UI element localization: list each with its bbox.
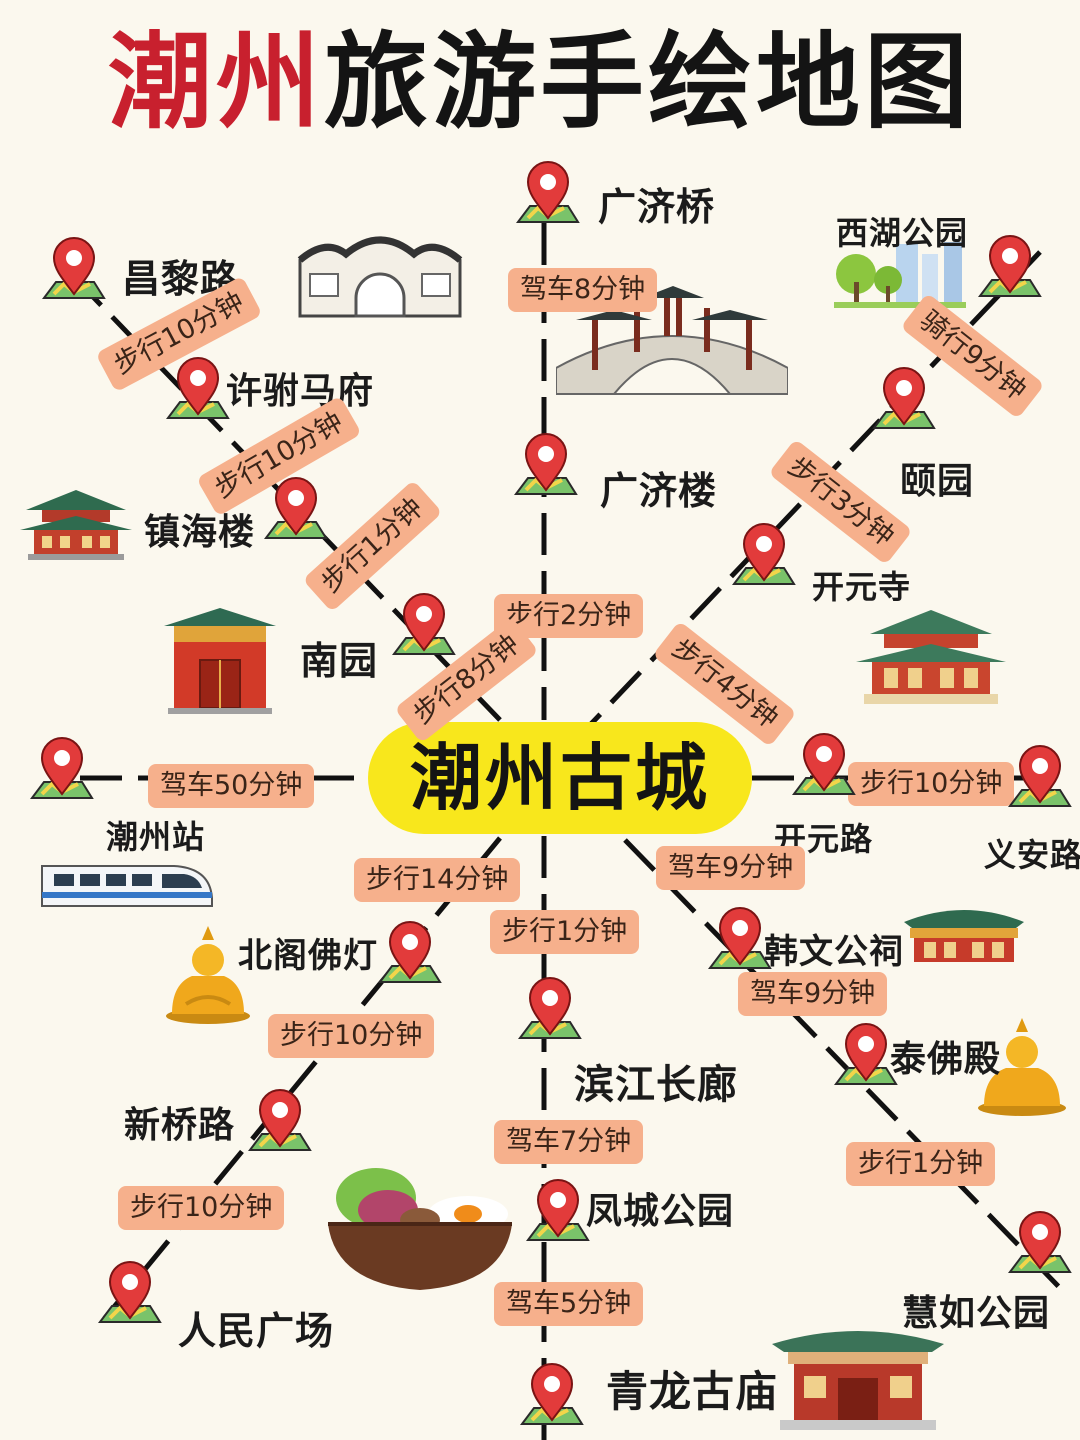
page-title: 潮州旅游手绘地图: [0, 22, 1080, 142]
route-pill: 步行14分钟: [354, 858, 521, 902]
noodle-bowl-icon: [328, 1168, 512, 1290]
map-pin-icon[interactable]: [40, 236, 108, 312]
place-guangjiqiao[interactable]: 广济桥: [598, 185, 716, 229]
map-pin-icon[interactable]: [262, 476, 330, 552]
route-pill: 步行10分钟: [268, 1014, 435, 1058]
route-pill: 步行10分钟: [118, 1186, 285, 1230]
route-pill: 步行1分钟: [846, 1142, 996, 1186]
place-nanyuan[interactable]: 南园: [300, 639, 379, 683]
map-pin-icon[interactable]: [246, 1088, 314, 1164]
place-qinglongguMiao[interactable]: 青龙古庙: [606, 1367, 779, 1416]
ancestral-hall-icon: [772, 1331, 944, 1430]
place-xinqiaolu[interactable]: 新桥路: [124, 1105, 236, 1146]
buddha-icon: [978, 1018, 1066, 1116]
route-pill: 驾车5分钟: [494, 1282, 644, 1326]
place-taifodian[interactable]: 泰佛殿: [890, 1039, 1002, 1080]
map-pin-icon[interactable]: [28, 736, 96, 812]
ancestral-hall-icon: [164, 608, 276, 714]
title-city: 潮州: [107, 21, 324, 143]
map-pin-icon[interactable]: [870, 366, 938, 442]
bridge-icon: [556, 286, 788, 395]
route-pill: 步行10分钟: [848, 762, 1015, 806]
map-pin-icon[interactable]: [96, 1260, 164, 1336]
place-renminguangchang[interactable]: 人民广场: [178, 1309, 335, 1353]
moon-gate-icon: [297, 236, 463, 318]
place-huirugongyuan[interactable]: 慧如公园: [902, 1293, 1051, 1334]
map-pin-icon[interactable]: [376, 920, 444, 996]
place-beigefodeng[interactable]: 北阁佛灯: [238, 936, 378, 976]
place-chaozhouzhan[interactable]: 潮州站: [106, 818, 206, 856]
city-park-icon: [834, 242, 966, 308]
route-line-southwest: [93, 836, 502, 1332]
map-pin-icon[interactable]: [730, 522, 798, 598]
place-kaiyuansi[interactable]: 开元寺: [812, 568, 912, 606]
train-icon: [41, 865, 213, 907]
route-line-southeast: [623, 838, 1064, 1292]
shrine-icon: [904, 910, 1024, 962]
map-pin-icon[interactable]: [976, 234, 1044, 310]
place-yianlu[interactable]: 义安路: [984, 836, 1080, 874]
route-pill: 驾车9分钟: [738, 972, 888, 1016]
route-pill: 驾车50分钟: [148, 764, 315, 808]
map-pin-icon[interactable]: [514, 160, 582, 236]
route-pill: 驾车9分钟: [656, 846, 806, 890]
place-yiyuan[interactable]: 颐园: [900, 461, 975, 502]
place-zhenhailou[interactable]: 镇海楼: [144, 512, 256, 553]
center-ancient-city[interactable]: 潮州古城: [368, 722, 752, 834]
place-xihugongyuan[interactable]: 西湖公园: [836, 214, 969, 252]
map-pin-icon[interactable]: [706, 906, 774, 982]
map-pin-icon[interactable]: [390, 592, 458, 668]
map-pin-icon[interactable]: [1006, 1210, 1074, 1286]
map-pin-icon[interactable]: [164, 356, 232, 432]
place-xufumafu[interactable]: 许驸马府: [226, 371, 375, 412]
map-pin-icon[interactable]: [516, 976, 584, 1052]
place-fengchenggongyuan[interactable]: 凤城公园: [586, 1191, 735, 1232]
place-hanwengongci[interactable]: 韩文公祠: [764, 932, 904, 972]
map-pin-icon[interactable]: [790, 732, 858, 808]
pavilion-icon: [20, 490, 132, 560]
temple-icon: [856, 610, 1006, 704]
place-binjiangchanglang[interactable]: 滨江长廊: [574, 1062, 738, 1108]
title-rest: 旅游手绘地图: [324, 21, 973, 143]
map-pin-icon[interactable]: [518, 1362, 586, 1438]
map-pin-icon[interactable]: [512, 432, 580, 508]
route-pill: 步行1分钟: [490, 910, 640, 954]
route-pill: 驾车7分钟: [494, 1120, 644, 1164]
route-pill: 驾车8分钟: [508, 268, 658, 312]
map-pin-icon[interactable]: [1006, 744, 1074, 820]
map-pin-icon[interactable]: [524, 1178, 592, 1254]
place-guangjilou[interactable]: 广济楼: [600, 469, 718, 513]
map-pin-icon[interactable]: [832, 1022, 900, 1098]
buddha-icon: [166, 926, 250, 1024]
